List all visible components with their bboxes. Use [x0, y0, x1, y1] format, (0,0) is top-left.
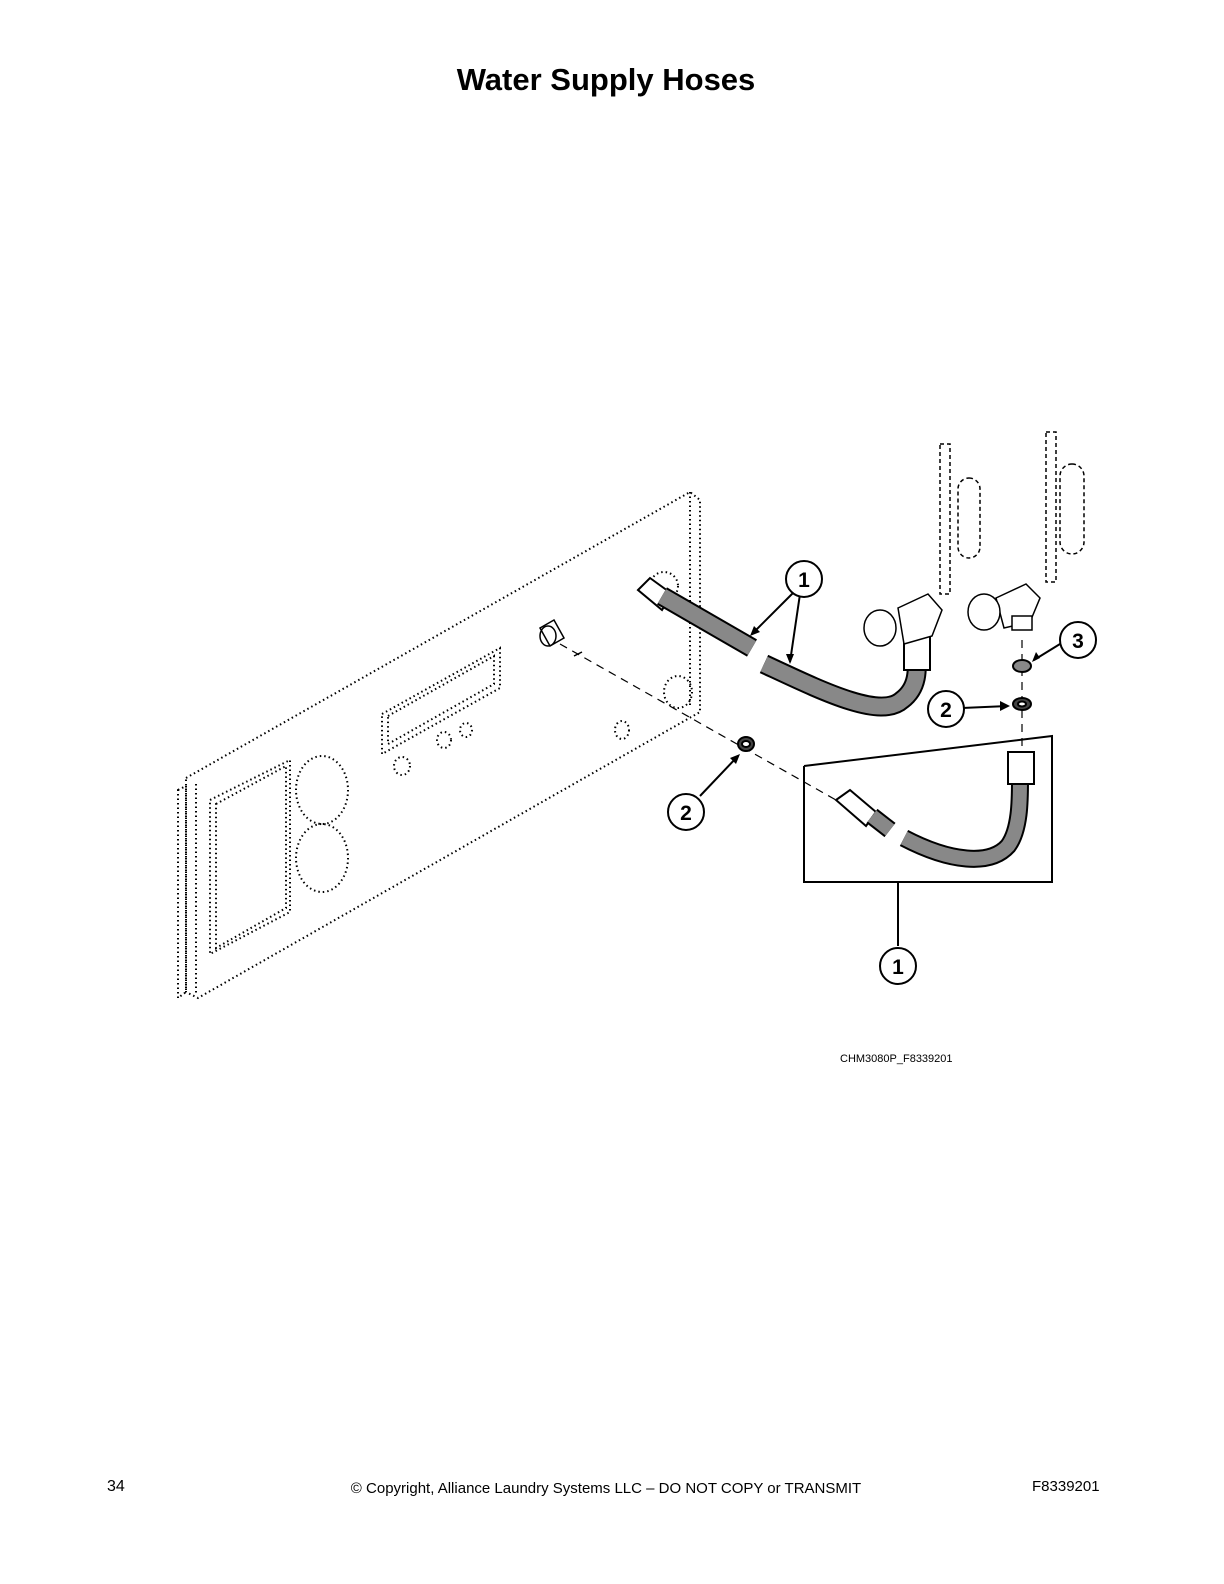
panel-fittings: [538, 618, 583, 657]
callout-number: 1: [892, 956, 904, 979]
callout-number: 1: [798, 569, 810, 592]
page-number: 34: [107, 1478, 125, 1495]
callout-number: 2: [940, 699, 952, 722]
callout-number: 3: [1072, 630, 1084, 653]
document-code: F8339201: [1032, 1478, 1100, 1495]
callout-circles: [667, 560, 1097, 985]
water-valves: [939, 431, 1085, 595]
figure-id-label: CHM3080P_F8339201: [840, 1053, 953, 1065]
page-title: Water Supply Hoses: [456, 62, 756, 97]
back-panel: [177, 490, 701, 1000]
callout-number: 2: [680, 802, 692, 825]
copyright-notice: © Copyright, Alliance Laundry Systems LL…: [350, 1480, 862, 1497]
arrow-heads: [730, 626, 1040, 764]
hose-detail-box: [803, 734, 1053, 946]
washers: [737, 659, 1032, 752]
valve-bodies: [863, 583, 1041, 647]
